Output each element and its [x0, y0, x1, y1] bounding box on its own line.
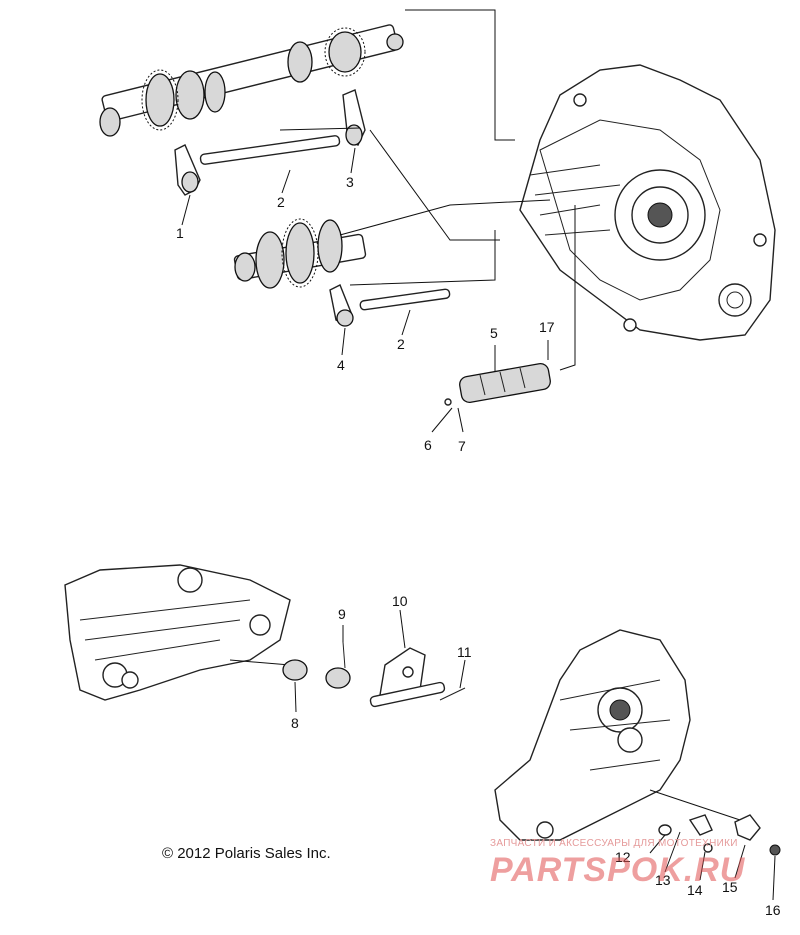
crankcase-lower-left: [64, 564, 291, 701]
callout-11: 11: [457, 644, 472, 660]
callout-2a: 2: [277, 194, 285, 210]
countershaft-assembly: [233, 218, 367, 289]
mainshaft-assembly: [99, 24, 404, 137]
shift-fork-1: [174, 144, 201, 196]
shift-rail-2b: [359, 288, 451, 311]
shift-fork-4: [329, 284, 354, 327]
callout-5: 5: [490, 325, 498, 341]
spring-9: [325, 641, 351, 689]
copyright-text: © 2012 Polaris Sales Inc.: [162, 845, 331, 862]
callout-12: 12: [615, 849, 631, 865]
callout-1: 1: [176, 225, 184, 241]
watermark-brand: PARTSPOK.RU: [490, 851, 746, 889]
shift-drum: [444, 363, 551, 406]
callout-13: 13: [655, 872, 671, 888]
shift-rail-2a: [199, 135, 341, 165]
crankcase-upper: [519, 64, 776, 341]
callout-17: 17: [539, 319, 555, 335]
callout-14: 14: [687, 882, 703, 898]
callout-2b: 2: [397, 336, 405, 352]
callout-8: 8: [291, 715, 299, 731]
watermark-subtitle: ЗАПЧАСТИ И АКСЕССУАРЫ ДЛЯ МОТОТЕХНИКИ: [490, 838, 738, 849]
spring-11: [439, 687, 466, 701]
crankcase-lower-right: [494, 629, 691, 841]
callout-7: 7: [458, 438, 466, 454]
callout-9: 9: [338, 606, 346, 622]
shift-fork-3: [342, 89, 366, 146]
small-parts-12-16: [658, 814, 781, 856]
bushing-8: [282, 659, 308, 681]
callout-16: 16: [765, 902, 781, 918]
callout-3: 3: [346, 174, 354, 190]
callout-6: 6: [424, 437, 432, 453]
callout-15: 15: [722, 879, 738, 895]
shift-shaft-assembly-10: [369, 647, 446, 708]
callout-10: 10: [392, 593, 408, 609]
callout-4: 4: [337, 357, 345, 373]
